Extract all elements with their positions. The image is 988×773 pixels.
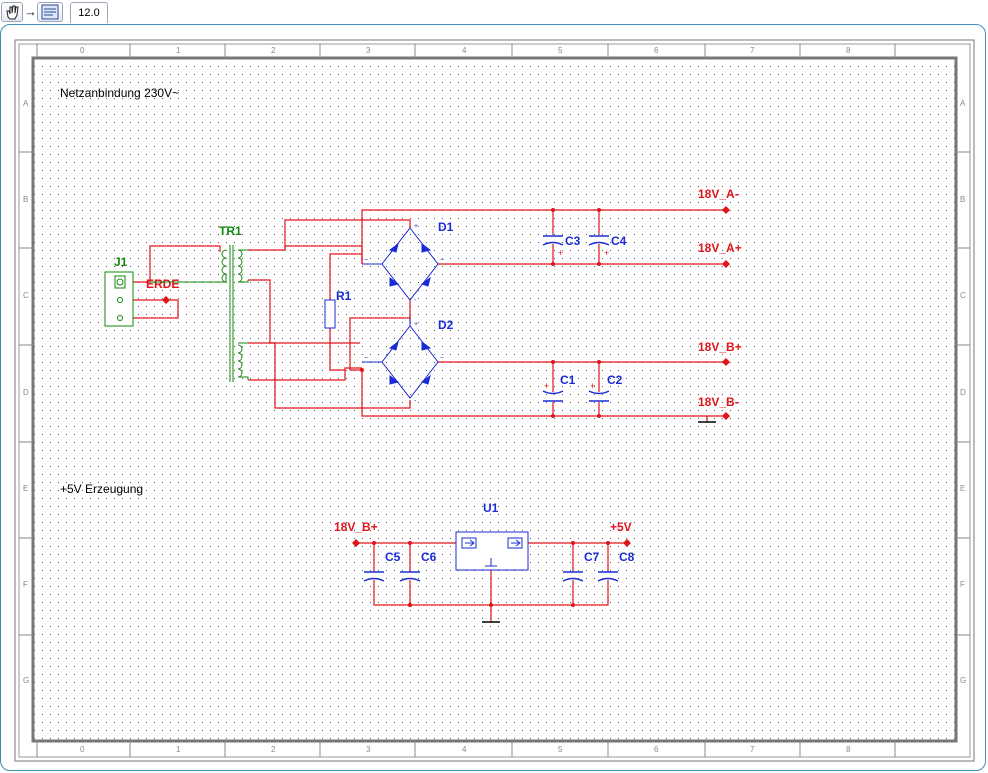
section-note-5v[interactable]: +5V Erzeugung: [60, 482, 143, 496]
column-label: 1: [176, 46, 181, 55]
row-label: D: [960, 388, 966, 397]
net-label-plus-5v[interactable]: +5V: [610, 520, 632, 534]
column-label: 8: [846, 745, 851, 754]
svg-text:+: +: [414, 321, 418, 328]
bridge-rectifier-d2[interactable]: [362, 318, 439, 399]
svg-text:~: ~: [364, 355, 368, 362]
label-c1: C1: [560, 373, 576, 387]
connector-j1[interactable]: [104, 271, 134, 327]
label-c7: C7: [584, 550, 600, 564]
svg-text:+: +: [544, 381, 549, 391]
column-label: 4: [462, 745, 467, 754]
svg-text:~: ~: [364, 257, 368, 264]
label-r1: R1: [336, 289, 352, 303]
bridge-rectifier-d1[interactable]: [362, 227, 439, 301]
net-label-18v-a-plus[interactable]: 18V_A+: [698, 241, 742, 255]
net-label-18v-b-minus[interactable]: 18V_B-: [698, 395, 739, 409]
label-j1: J1: [114, 255, 128, 269]
zoom-level-tab[interactable]: 12.0: [70, 2, 108, 23]
hand-tool-button[interactable]: [1, 2, 23, 22]
column-label: 5: [558, 745, 563, 754]
column-label: 4: [462, 46, 467, 55]
label-c8: C8: [619, 550, 635, 564]
junctions: [360, 208, 610, 607]
label-c4: C4: [611, 234, 627, 248]
column-label: 6: [654, 46, 659, 55]
capacitor-c7[interactable]: [562, 571, 584, 582]
sheet-button[interactable]: [37, 2, 63, 22]
label-c3: C3: [565, 234, 581, 248]
row-label: D: [23, 388, 29, 397]
arrow-right-icon: →: [24, 4, 37, 19]
label-c2: C2: [607, 373, 623, 387]
label-d2: D2: [438, 318, 454, 332]
svg-text:-: -: [414, 398, 417, 405]
capacitor-c6[interactable]: [399, 571, 421, 582]
svg-text:+: +: [414, 223, 418, 230]
section-note-mains[interactable]: Netzanbindung 230V~: [60, 86, 179, 100]
capacitor-c5[interactable]: [363, 571, 385, 582]
column-label: 7: [750, 745, 755, 754]
column-label: 0: [80, 46, 85, 55]
label-tr1: TR1: [219, 224, 242, 238]
sheet-icon: [41, 4, 59, 20]
net-label-erde[interactable]: ERDE: [146, 277, 179, 291]
svg-text:~: ~: [440, 257, 444, 264]
voltage-regulator-u1[interactable]: [455, 531, 529, 571]
label-u1: U1: [483, 501, 499, 515]
label-c5: C5: [385, 550, 401, 564]
column-label: 2: [271, 745, 276, 754]
resistor-r1[interactable]: [324, 299, 336, 329]
row-label: B: [960, 195, 965, 204]
capacitor-c8[interactable]: [597, 571, 619, 582]
column-label: 3: [366, 745, 371, 754]
pin-markers: + - + - ~ ~ ~ ~: [364, 223, 444, 405]
capacitor-c2[interactable]: [588, 390, 610, 402]
row-label: G: [23, 676, 29, 685]
svg-text:+: +: [604, 248, 609, 258]
label-c6: C6: [421, 550, 437, 564]
capacitor-c3[interactable]: [542, 235, 564, 246]
hand-icon: [6, 5, 19, 20]
column-label: 7: [750, 46, 755, 55]
row-label: E: [960, 484, 965, 493]
column-label: 6: [654, 745, 659, 754]
row-label: F: [23, 580, 28, 589]
row-label: C: [960, 291, 966, 300]
label-d1: D1: [438, 220, 454, 234]
row-label: C: [23, 291, 29, 300]
capacitor-c1[interactable]: [542, 390, 564, 402]
svg-text:+: +: [558, 248, 563, 258]
row-label: A: [23, 99, 29, 108]
net-terminals[interactable]: [162, 206, 730, 547]
capacitor-c4[interactable]: [588, 235, 610, 246]
row-label: G: [960, 676, 966, 685]
row-label: A: [960, 99, 966, 108]
column-label: 3: [366, 46, 371, 55]
column-label: 0: [80, 745, 85, 754]
svg-text:+: +: [590, 381, 595, 391]
row-label: E: [23, 484, 28, 493]
polarity-marks: + + + +: [544, 248, 609, 391]
transformer-tr1[interactable]: [150, 245, 249, 382]
column-label: 2: [271, 46, 276, 55]
toolbar: → 12.0: [0, 0, 988, 26]
column-label: 1: [176, 745, 181, 754]
net-label-18v-b-plus-input[interactable]: 18V_B+: [334, 520, 378, 534]
column-label: 5: [558, 46, 563, 55]
svg-text:~: ~: [440, 355, 444, 362]
row-label: B: [23, 195, 28, 204]
column-label: 8: [846, 46, 851, 55]
svg-text:-: -: [414, 297, 417, 304]
row-label: F: [960, 580, 965, 589]
net-label-18v-b-plus[interactable]: 18V_B+: [698, 340, 742, 354]
net-label-18v-a-minus[interactable]: 18V_A-: [698, 187, 739, 201]
ground-symbols: [482, 421, 716, 623]
sheet-border: 0 1 2 3 4 5 6 7 8 0 1 2 3 4 5 6 7 8 A B …: [14, 39, 975, 762]
